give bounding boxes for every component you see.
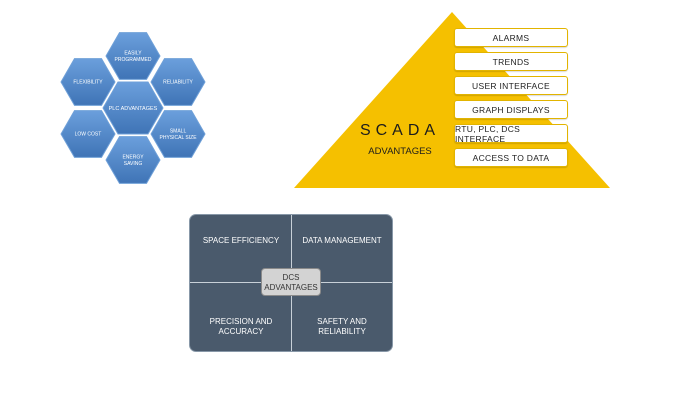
plc-hex-easily-programmed-label: EASILY: [124, 50, 142, 56]
plc-hex-energy-saving-label: ENERGY: [122, 154, 144, 160]
dcs-precision-accuracy: PRECISION AND ACCURACY: [192, 317, 290, 337]
scada-item-alarms: ALARMS: [454, 28, 568, 47]
plc-hex-easily-programmed-label: PROGRAMMED: [115, 57, 152, 63]
dcs-safety-line1: SAFETY AND: [317, 317, 367, 326]
plc-hex-low-cost-shape: [60, 110, 116, 158]
scada-triangle: [294, 12, 610, 188]
dcs-precision-line2: ACCURACY: [218, 327, 264, 336]
plc-hex-small-size-shape: [150, 110, 206, 158]
dcs-center-label: DCS ADVANTAGES: [261, 268, 321, 296]
scada-subtitle: ADVANTAGES: [368, 146, 432, 157]
scada-item-rtu-plc-dcs-interface: RTU, PLC, DCS INTERFACE: [454, 124, 568, 144]
dcs-precision-line1: PRECISION AND: [209, 317, 273, 326]
plc-hex-center: PLC ADVANTAGES: [102, 81, 164, 135]
scada-item-user-interface: USER INTERFACE: [454, 76, 568, 95]
dcs-space-efficiency: SPACE EFFICIENCY: [202, 236, 280, 245]
dcs-data-management: DATA MANAGEMENT: [302, 236, 382, 245]
scada-title: SCADA: [359, 122, 441, 139]
plc-hex-small-size-label: SMALL: [170, 128, 187, 134]
dcs-safety-line2: RELIABILITY: [318, 327, 366, 336]
scada-item-trends: TRENDS: [454, 52, 568, 71]
plc-hex-energy-saving-shape: [105, 136, 161, 184]
dcs-center-line1: DCS: [282, 273, 300, 282]
scada-item-access-to-data: ACCESS TO DATA: [454, 148, 568, 167]
plc-hex-small-size-label: PHYSICAL SIZE: [160, 135, 198, 141]
plc-hex-easily-programmed-shape: [105, 32, 161, 80]
plc-hex-center-shape: [102, 81, 164, 135]
plc-hex-low-cost: LOW COST: [60, 110, 116, 158]
plc-hex-low-cost-label: LOW COST: [75, 132, 102, 138]
dcs-safety-reliability: SAFETY AND RELIABILITY: [292, 317, 392, 337]
plc-hex-flexibility-shape: [60, 58, 116, 106]
plc-hex-reliability: RELIABILITY: [150, 58, 206, 106]
plc-hex-energy-saving-label: SAVING: [124, 161, 143, 167]
plc-hex-flexibility: FLEXIBILITY: [60, 58, 116, 106]
plc-hex-reliability-label: RELIABILITY: [163, 80, 193, 86]
plc-hex-reliability-shape: [150, 58, 206, 106]
dcs-center-line2: ADVANTAGES: [264, 283, 318, 292]
plc-hex-center-label: PLC ADVANTAGES: [109, 106, 158, 112]
plc-hex-flexibility-label: FLEXIBILITY: [73, 80, 103, 86]
scada-item-graph-displays: GRAPH DISPLAYS: [454, 100, 568, 119]
